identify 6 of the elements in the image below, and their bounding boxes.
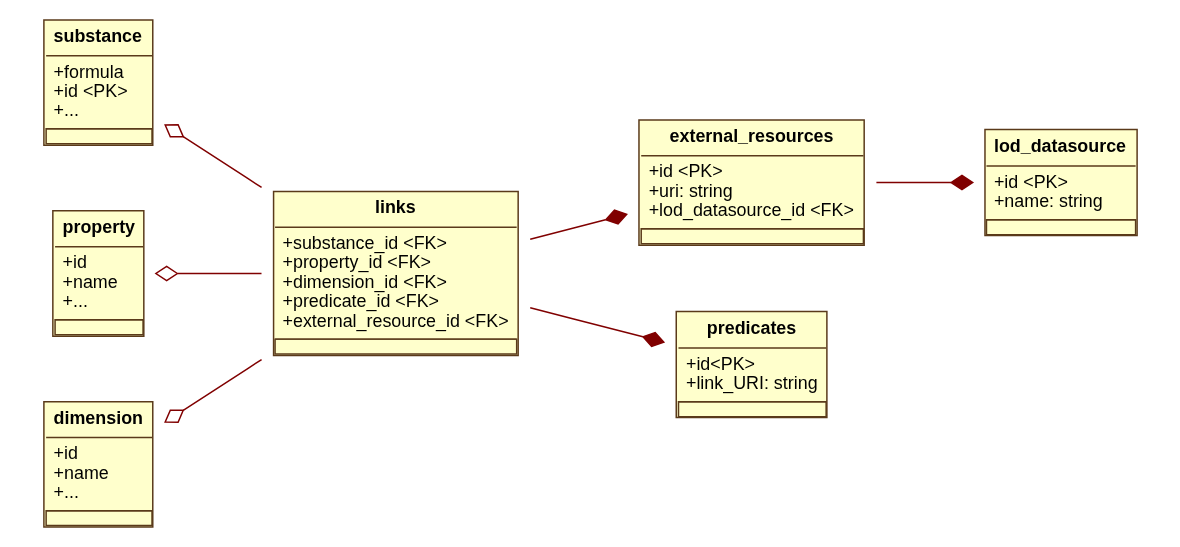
connector bbox=[163, 358, 262, 423]
connector bbox=[528, 209, 628, 240]
connector bbox=[528, 307, 665, 348]
connector bbox=[875, 174, 974, 191]
connector bbox=[163, 124, 262, 189]
connector bbox=[154, 265, 262, 282]
